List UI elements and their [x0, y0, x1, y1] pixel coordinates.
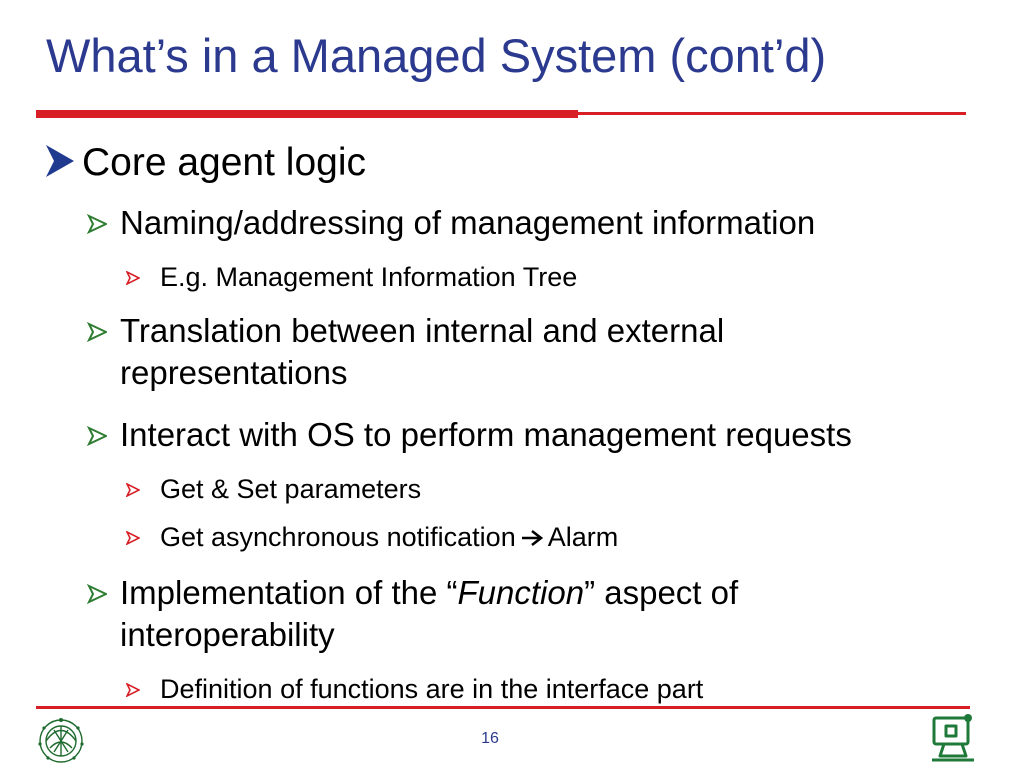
bullet-implementation-cont: interoperability [120, 614, 335, 656]
bullet-text: Implementation of the “ [120, 574, 458, 611]
bullet-text: representations [120, 354, 348, 391]
bullet-translation: Translation between internal and externa… [87, 310, 725, 352]
footer-rule [36, 706, 970, 709]
bullet-text: Interact with OS to perform management r… [120, 416, 852, 453]
bullet-text: Naming/addressing of management informat… [120, 204, 816, 241]
title-underline-thin [578, 112, 966, 115]
bullet-naming: Naming/addressing of management informat… [87, 202, 816, 244]
bullet-text: Core agent logic [82, 141, 367, 184]
university-emblem-icon [38, 718, 84, 763]
bullet-text: Translation between internal and externa… [120, 312, 725, 349]
bullet-definition: Definition of functions are in the inter… [126, 672, 704, 706]
bullet-implementation: Implementation of the “Function” aspect … [87, 572, 739, 614]
outlined-arrowhead-icon [87, 584, 107, 604]
bullet-text: Definition of functions are in the inter… [160, 674, 704, 704]
bullet-mit: E.g. Management Information Tree [126, 260, 578, 294]
bullet-text: Get asynchronous notification [160, 522, 516, 552]
bullet-get-set: Get & Set parameters [126, 472, 422, 506]
outlined-arrowhead-icon [126, 271, 140, 285]
bullet-async: Get asynchronous notification Alarm [126, 520, 619, 554]
bullet-core-agent-logic: Core agent logic [46, 140, 367, 186]
page-number: 16 [481, 730, 499, 747]
slide-title: What’s in a Managed System (cont’d) [46, 29, 827, 82]
outlined-arrowhead-icon [87, 322, 107, 342]
outlined-arrowhead-icon [126, 683, 140, 697]
filled-arrowhead-icon [46, 145, 74, 177]
outlined-arrowhead-icon [126, 483, 140, 497]
bullet-text: Get & Set parameters [160, 474, 422, 504]
bullet-text: interoperability [120, 616, 335, 653]
outlined-arrowhead-icon [87, 426, 107, 446]
bullet-emphasis: Function [457, 574, 585, 611]
computer-dept-logo-icon [932, 714, 974, 762]
bullet-text: Alarm [547, 522, 619, 552]
bullet-interact-os: Interact with OS to perform management r… [87, 414, 852, 456]
bullet-text: E.g. Management Information Tree [160, 262, 578, 292]
bullet-translation-cont: representations [120, 352, 347, 394]
bullet-text: ” aspect of [584, 574, 739, 611]
outlined-arrowhead-icon [126, 531, 140, 545]
outlined-arrowhead-icon [87, 214, 107, 234]
title-underline-thick [36, 110, 578, 118]
right-arrow-icon [521, 529, 543, 547]
